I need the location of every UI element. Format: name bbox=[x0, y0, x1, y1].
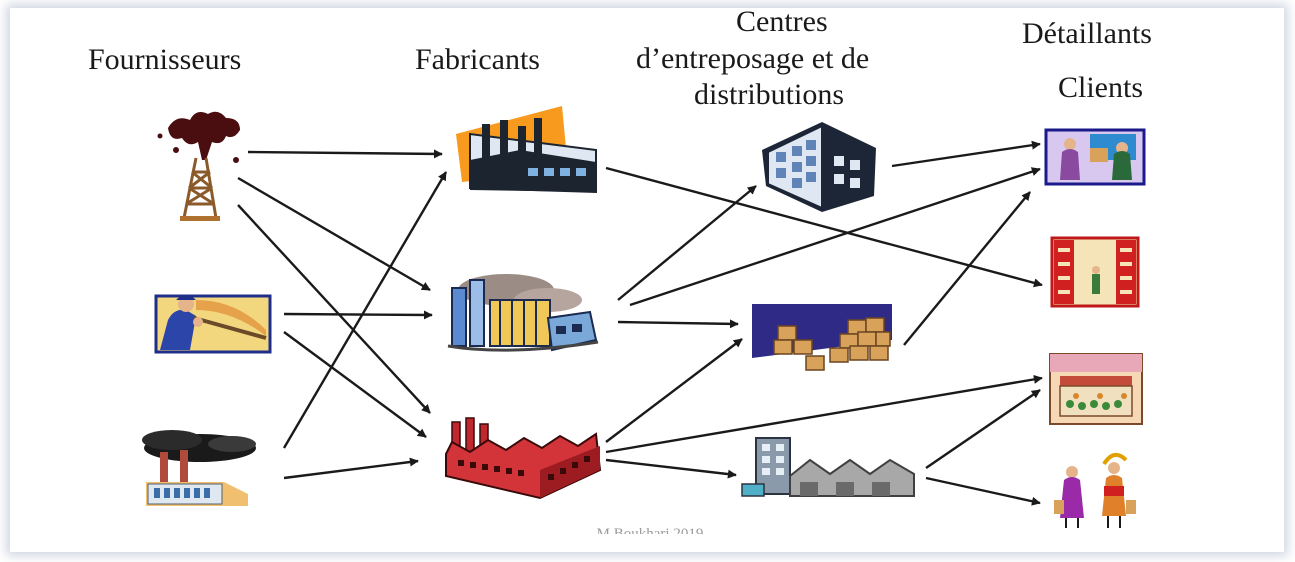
orange-factory-icon bbox=[456, 106, 597, 194]
arrow-derrick-red-factory bbox=[237, 204, 431, 414]
shoppers-icon bbox=[1054, 452, 1136, 528]
header-distribution-line2: d’entreposage et de bbox=[636, 42, 870, 75]
shopkeeper-icon bbox=[1044, 128, 1146, 186]
arrow-industrial-boxes bbox=[617, 319, 739, 329]
arrow-warehouse-storefront bbox=[925, 389, 1041, 469]
header-suppliers: Fournisseurs bbox=[88, 43, 242, 76]
worker-icon bbox=[154, 294, 272, 354]
arrow-plant-orange-factory bbox=[282, 171, 448, 449]
office-building-icon bbox=[762, 122, 876, 212]
caption: M.Boukhari 2019 bbox=[596, 526, 704, 534]
smokestack-plant-icon bbox=[142, 430, 256, 506]
arrow-red-factory-warehouse bbox=[605, 458, 737, 479]
header-retailers: Détaillants bbox=[1022, 17, 1152, 50]
header-clients: Clients bbox=[1058, 71, 1144, 104]
arrow-warehouse-shoppers bbox=[925, 476, 1041, 506]
red-factory-icon bbox=[445, 417, 602, 500]
arrows bbox=[237, 140, 1043, 506]
industrial-complex-icon bbox=[447, 274, 599, 352]
warehouse-complex-icon bbox=[741, 437, 915, 497]
arrow-worker-industrial bbox=[283, 310, 433, 320]
arrow-industrial-office bbox=[617, 185, 757, 301]
arrow-boxes-shopkeeper bbox=[903, 191, 1031, 346]
header-distribution-line3: distributions bbox=[694, 78, 845, 111]
store-aisle-icon bbox=[1050, 236, 1140, 308]
header-distribution-line1: Centres bbox=[736, 5, 828, 38]
boxes-warehouse-icon bbox=[752, 304, 892, 378]
arrow-derrick-industrial bbox=[237, 176, 431, 292]
arrow-worker-red-factory bbox=[283, 331, 427, 438]
oil-derrick-icon bbox=[157, 111, 240, 221]
arrow-industrial-shopkeeper bbox=[629, 167, 1041, 307]
arrow-derrick-orange-factory bbox=[247, 149, 443, 159]
arrow-red-factory-storefront bbox=[605, 374, 1043, 454]
arrow-red-factory-boxes bbox=[605, 338, 743, 443]
arrow-plant-red-factory bbox=[283, 457, 419, 480]
storefront-icon bbox=[1049, 353, 1143, 425]
arrow-office-shopkeeper bbox=[891, 140, 1041, 168]
header-manufacturers: Fabricants bbox=[415, 43, 540, 76]
